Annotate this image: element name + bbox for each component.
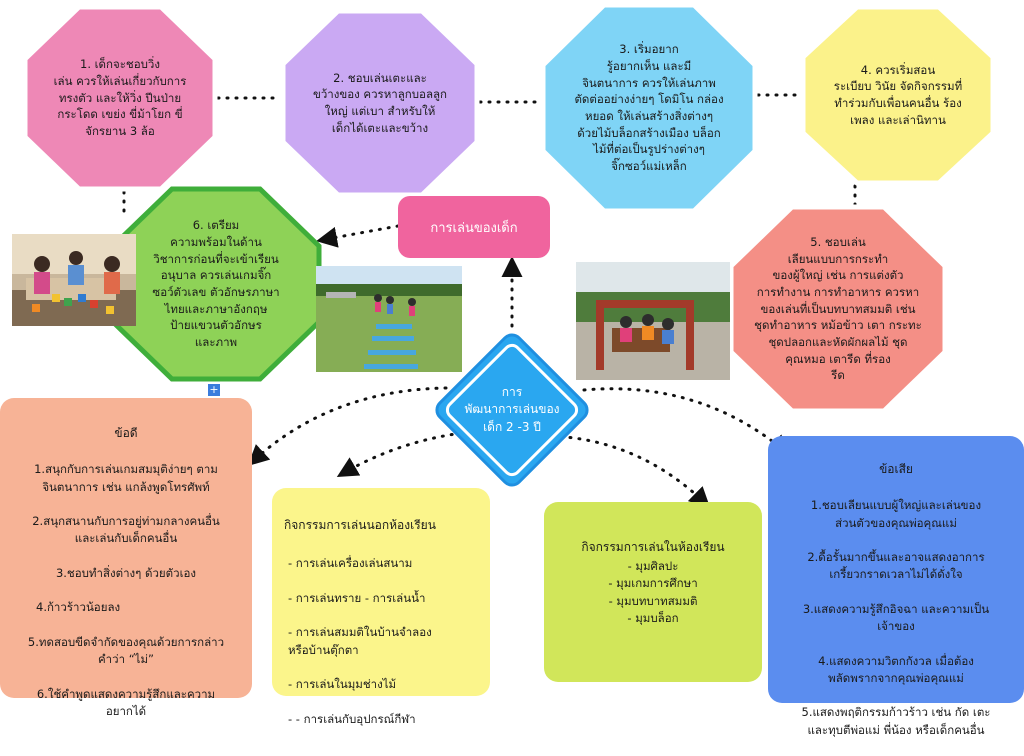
arrow-to-cons	[582, 387, 791, 456]
node-1: 1. เด็กจะชอบวิ่ง เล่น ควรให้เล่นเกี่ยวกั…	[22, 4, 218, 192]
node-5-octagon	[728, 204, 948, 414]
node-5-text: 5. ชอบเล่น เลียนแบบการกระทำ ของผู้ใหญ่ เ…	[754, 234, 922, 383]
cons-item-5: 5.แสดงพฤติกรรมก้าวร้าว เช่น กัด เตะ และท…	[801, 705, 991, 737]
node-4: 4. ควรเริ่มสอน ระเบียบ วินัย จัดกิจกรรมท…	[800, 4, 996, 186]
photo-classroom-blocks	[12, 234, 136, 326]
outdoor-item-5: - - การเล่นกับอุปกรณ์กีฬา	[288, 711, 416, 726]
indoor-item-4: - มุมบล็อก	[627, 610, 679, 625]
node-5: 5. ชอบเล่น เลียนแบบการกระทำ ของผู้ใหญ่ เ…	[728, 204, 948, 414]
cons-title: ข้อเสีย	[879, 462, 913, 476]
outdoor-title: กิจกรรมการเล่นนอกห้องเรียน	[284, 518, 436, 532]
expand-plus-icon[interactable]: +	[208, 383, 220, 396]
node-1-text: 1. เด็กจะชอบวิ่ง เล่น ควรให้เล่นเกี่ยวกั…	[53, 57, 187, 138]
pros-title: ข้อดี	[114, 426, 138, 440]
connector-lines	[122, 93, 857, 509]
cons-item-4: 4.แสดงความวิตกกังวล เมื่อต้อง พลัดพรากจา…	[818, 653, 974, 685]
cons-list: 1.ชอบเลียนแบบผู้ใหญ่และเล่นของ ส่วนตัวขอ…	[774, 480, 1018, 756]
pros-item-3: 3.ชอบทำสิ่งต่างๆ ด้วยตัวเอง	[55, 565, 197, 580]
outdoor-activities-box: กิจกรรมการเล่นนอกห้องเรียน - การเล่นเครื…	[272, 488, 490, 726]
node-6: 6. เตรียม ความพร้อมในด้าน วิชาการก่อนที่…	[110, 186, 322, 382]
pros-item-5: 5.ทดสอบขีดจำกัดของคุณด้วยการกล่าว คำว่า …	[27, 634, 225, 666]
node-2-text: 2. ชอบเล่นเตะและ ขว้างของ ควรหาลูกบอลลูก…	[312, 70, 448, 135]
pros-list: 1.สนุกกับการเล่นเกมสมมุติง่ายๆ ตาม จินตน…	[6, 444, 246, 737]
pros-item-1: 1.สนุกกับการเล่นเกมสมมุติง่ายๆ ตาม จินตน…	[34, 462, 218, 494]
indoor-item-2: - มุมเกมการศึกษา	[608, 576, 698, 591]
outdoor-item-1: - การเล่นเครื่องเล่นสนาม	[288, 556, 413, 571]
cons-item-3: 3.แสดงความรู้สึกอิจฉา และความเป็น เจ้าขอ…	[802, 601, 990, 633]
outdoor-item-3: - การเล่นสมมติในบ้านจำลอง หรือบ้านตุ๊กตา	[288, 625, 432, 657]
node-3-text: 3. เริ่มอยาก รู้อยากเห็น และมี จินตนาการ…	[574, 42, 724, 174]
center-diamond	[435, 333, 589, 487]
node-3-octagon	[540, 2, 758, 214]
outdoor-list: - การเล่นเครื่องเล่นสนาม - การเล่นทราย -…	[284, 538, 480, 745]
arrow-to-pros	[247, 386, 448, 467]
outdoor-item-2: - การเล่นทราย - การเล่นน้ำ	[288, 590, 426, 605]
indoor-activities-box: กิจกรรมการเล่นในห้องเรียน - มุมศิลปะ - ม…	[544, 502, 762, 682]
cons-item-2: 2.ดื้อรั้นมากขึ้นและอาจแสดงอาการ เกรี้ยว…	[807, 550, 985, 582]
indoor-item-3: - มุมบทบาทสมมติ	[608, 593, 698, 608]
arrow-to-node-6	[316, 224, 400, 248]
node-4-octagon	[800, 4, 996, 186]
photo-play-equipment	[576, 262, 730, 380]
pros-item-2: 2.สนุกสนานกับการอยู่ท่ามกลางคนอื่น และเล…	[32, 514, 220, 546]
cons-item-1: 1.ชอบเลียนแบบผู้ใหญ่และเล่นของ ส่วนตัวขอ…	[810, 498, 982, 530]
center-title: การ พัฒนาการเล่นของ เด็ก 2 -3 ปี	[464, 384, 560, 434]
center-node: การ พัฒนาการเล่นของ เด็ก 2 -3 ปี	[424, 322, 600, 498]
node-3: 3. เริ่มอยาก รู้อยากเห็น และมี จินตนาการ…	[540, 2, 758, 214]
pros-box: ข้อดี 1.สนุกกับการเล่นเกมสมมุติง่ายๆ ตาม…	[0, 398, 252, 718]
node-2: 2. ชอบเล่นเตะและ ขว้างของ ควรหาลูกบอลลูก…	[280, 8, 480, 198]
topic-label: การเล่นของเด็ก	[398, 196, 550, 258]
node-6-text: 6. เตรียม ความพร้อมในด้าน วิชาการก่อนที่…	[152, 218, 280, 350]
node-4-text: 4. ควรเริ่มสอน ระเบียบ วินัย จัดกิจกรรมท…	[833, 62, 963, 127]
cons-box: ข้อเสีย 1.ชอบเลียนแบบผู้ใหญ่และเล่นของ ส…	[768, 436, 1024, 737]
photo-playground-field	[316, 266, 462, 372]
node-1-octagon	[22, 4, 218, 192]
pros-item-4: 4.ก้าวร้าวน้อยลง	[36, 600, 121, 615]
node-2-octagon	[280, 8, 480, 198]
outdoor-item-4: - การเล่นในมุมช่างไม้	[288, 677, 397, 691]
indoor-title: กิจกรรมการเล่นในห้องเรียน	[581, 540, 725, 554]
indoor-item-1: - มุมศิลปะ	[627, 559, 679, 573]
